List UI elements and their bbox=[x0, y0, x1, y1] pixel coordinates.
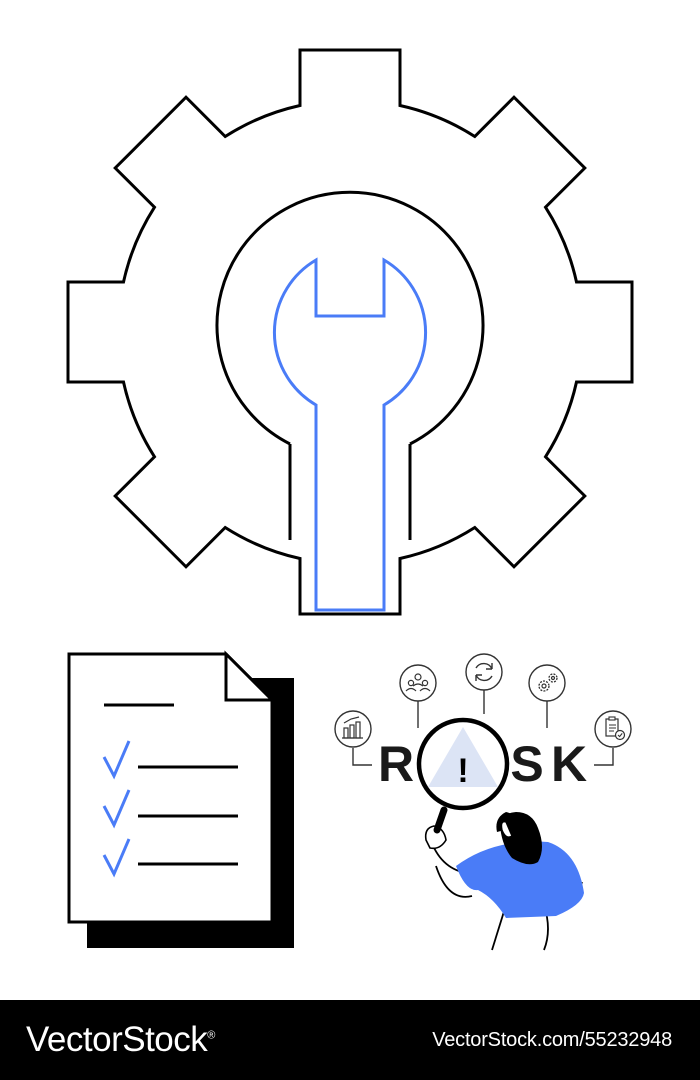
checklist-row bbox=[102, 789, 238, 829]
people-icon bbox=[399, 664, 437, 702]
bar-chart-icon bbox=[334, 710, 372, 748]
risk-letter-s: S bbox=[510, 736, 543, 792]
gears-icon bbox=[528, 664, 566, 702]
risk-connectors bbox=[352, 690, 614, 766]
gear-hub bbox=[215, 190, 485, 540]
brand-name: VectorStock bbox=[26, 1020, 208, 1059]
refresh-icon bbox=[465, 653, 503, 691]
risk-letter-r: R bbox=[378, 736, 414, 792]
checklist-document-icon bbox=[67, 650, 294, 948]
risk-letter-k: K bbox=[551, 736, 587, 792]
watermark-footer: VectorStock® VectorStock.com/55232948 bbox=[0, 1000, 700, 1080]
magnifier-handle bbox=[433, 806, 448, 834]
wrench-icon bbox=[273, 257, 427, 612]
checklist-row bbox=[102, 838, 238, 878]
illustration: R S K ! bbox=[66, 48, 634, 951]
vectorstock-logo: VectorStock® bbox=[26, 1020, 215, 1060]
exclamation-mark: ! bbox=[457, 752, 468, 790]
stock-id: VectorStock.com/55232948 bbox=[432, 1028, 672, 1051]
clipboard-check-icon bbox=[594, 710, 632, 748]
warning-triangle-icon bbox=[428, 727, 498, 787]
checklist-row bbox=[102, 740, 238, 780]
person-head bbox=[496, 812, 542, 865]
magnifier-lens: ! bbox=[416, 717, 510, 811]
registered-mark: ® bbox=[207, 1029, 215, 1042]
